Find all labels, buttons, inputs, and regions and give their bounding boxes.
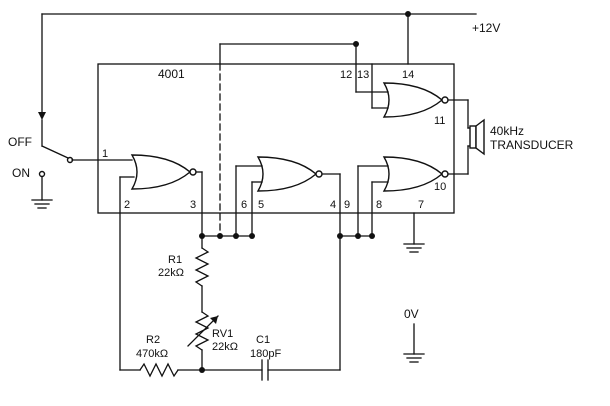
nor-gate-3	[382, 156, 449, 192]
r1-ref-label: R1	[168, 254, 182, 266]
c1-ref-label: C1	[256, 334, 270, 346]
switch-on-label: ON	[12, 166, 30, 180]
switch-off-label: OFF	[8, 135, 32, 149]
ground-symbol	[403, 353, 425, 363]
r2-value-label: 470kΩ	[136, 348, 168, 360]
potentiometer-rv1	[194, 311, 210, 351]
junction-dot	[369, 233, 375, 239]
pin-label: 2	[124, 199, 130, 211]
junction-dot	[353, 41, 359, 47]
transducer-frequency-label: 40kHz	[490, 124, 524, 138]
transducer-name-label: TRANSDUCER	[490, 138, 574, 152]
capacitor-c1	[261, 359, 269, 381]
nor-gate-1	[130, 154, 197, 190]
r1-value-label: 22kΩ	[158, 267, 184, 279]
pin-label: 3	[190, 199, 196, 211]
resistor-r2	[139, 362, 179, 378]
pin-label: 4	[330, 199, 336, 211]
pin-label: 11	[434, 115, 445, 127]
r2-ref-label: R2	[146, 334, 160, 346]
ground-symbol	[403, 243, 425, 253]
junction-dot	[249, 233, 255, 239]
junction-dot	[217, 233, 223, 239]
rv1-ref-label: RV1	[212, 328, 233, 340]
pin-label: 7	[418, 199, 424, 211]
ultrasonic-transducer	[467, 99, 485, 175]
c1-value-label: 180pF	[250, 348, 281, 360]
power-switch	[31, 119, 133, 209]
pin-label: 12	[340, 69, 352, 81]
ic-outline	[97, 63, 455, 214]
nor-gate-4	[382, 82, 449, 118]
supply-rail	[38, 11, 477, 120]
pin-label: 6	[241, 199, 247, 211]
pin-label: 8	[376, 199, 382, 211]
junction-dot	[337, 233, 343, 239]
rv1-value-label: 22kΩ	[212, 341, 238, 353]
junction-dot	[233, 233, 239, 239]
supply-positive-label: +12V	[472, 21, 500, 35]
pin-label: 14	[402, 69, 414, 81]
pin-label: 9	[344, 199, 350, 211]
chip-name-label: 4001	[158, 67, 185, 81]
pin-label: 1	[102, 148, 108, 160]
pin-label: 10	[434, 181, 446, 193]
ground-label: 0V	[404, 307, 419, 321]
nor-gate-2	[256, 156, 323, 192]
pin-label: 13	[357, 69, 369, 81]
switch-arrow-icon	[38, 112, 46, 120]
junction-dot	[355, 233, 361, 239]
pin-label: 5	[258, 199, 264, 211]
resistor-r1	[194, 247, 210, 287]
adjust-arrow-icon	[210, 316, 218, 324]
